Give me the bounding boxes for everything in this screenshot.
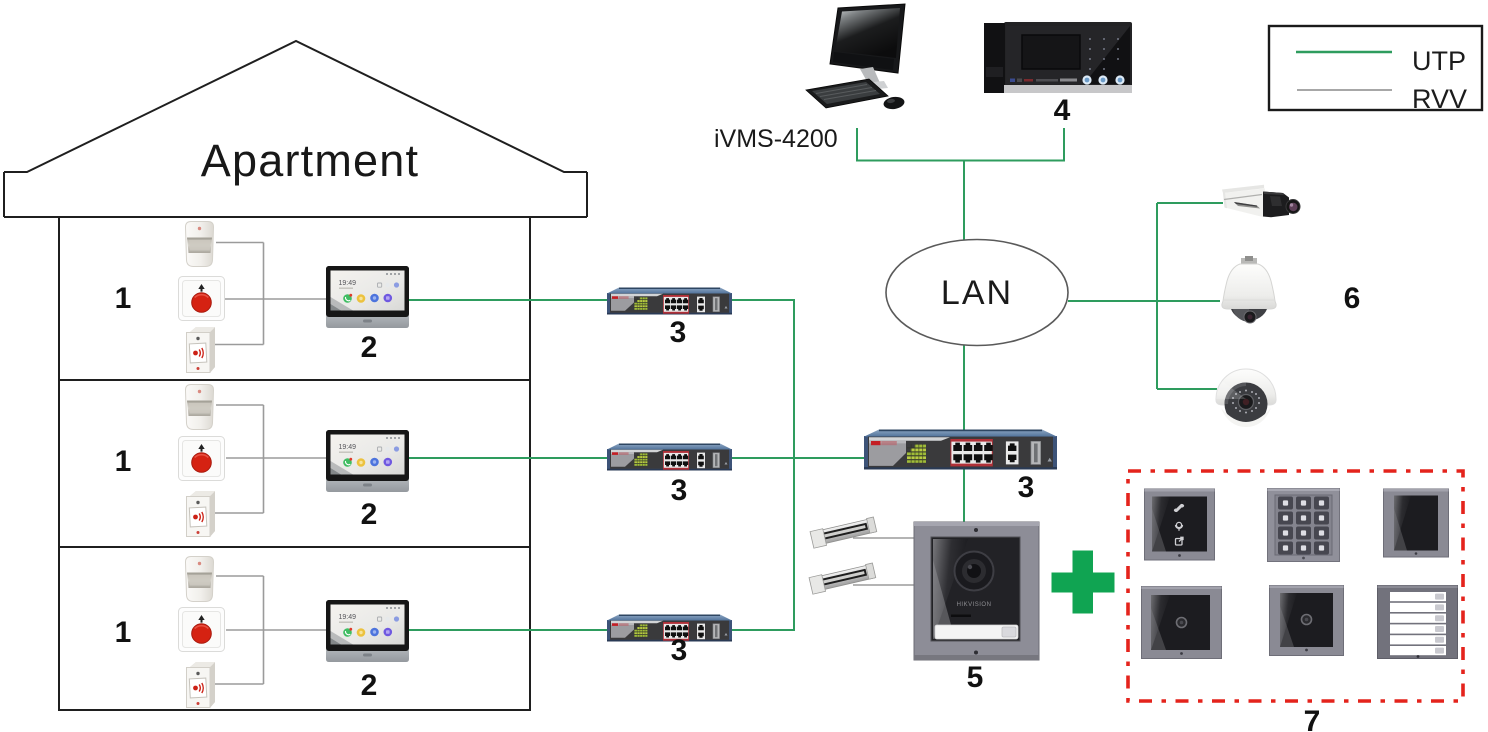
svg-text:3: 3: [671, 474, 688, 507]
svg-text:Apartment: Apartment: [201, 135, 419, 186]
svg-text:iVMS-4200: iVMS-4200: [714, 125, 838, 153]
svg-text:6: 6: [1344, 282, 1361, 315]
svg-text:2: 2: [361, 669, 378, 702]
svg-text:7: 7: [1304, 705, 1321, 732]
svg-text:3: 3: [671, 634, 688, 667]
svg-text:1: 1: [115, 445, 132, 478]
svg-text:3: 3: [670, 316, 687, 349]
svg-text:HIKVISION: HIKVISION: [957, 602, 992, 608]
svg-text:LAN: LAN: [941, 274, 1013, 312]
svg-text:UTP: UTP: [1412, 46, 1466, 76]
svg-text:1: 1: [115, 616, 132, 649]
svg-text:2: 2: [361, 331, 378, 364]
svg-text:2: 2: [361, 498, 378, 531]
svg-text:1: 1: [115, 282, 132, 315]
svg-text:RVV: RVV: [1412, 84, 1467, 114]
svg-text:4: 4: [1054, 94, 1071, 127]
svg-text:3: 3: [1018, 471, 1035, 504]
svg-text:5: 5: [967, 661, 984, 694]
